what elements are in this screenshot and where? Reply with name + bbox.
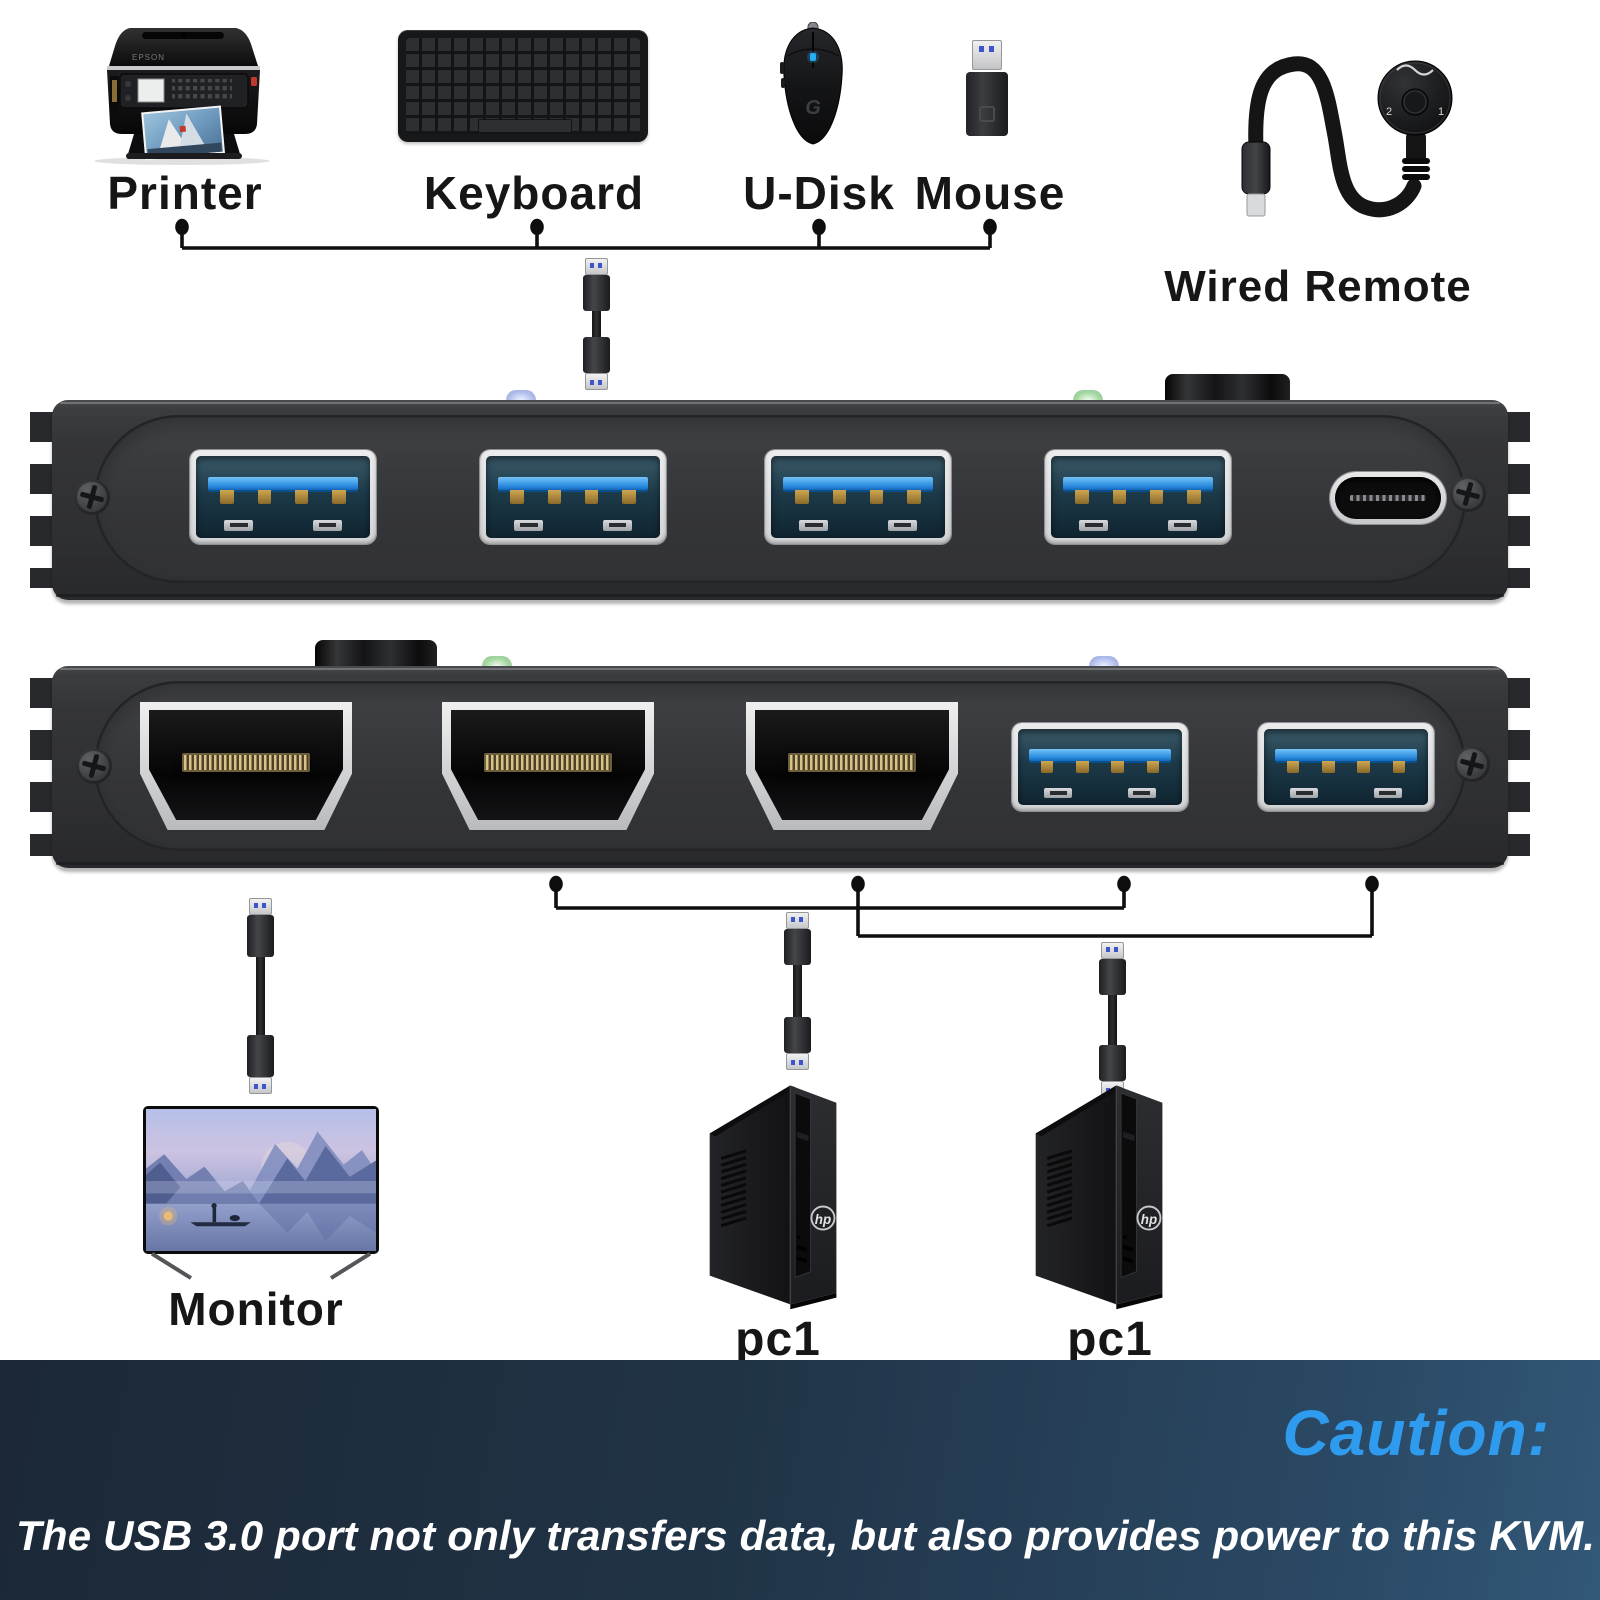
mouse-image: G (780, 22, 843, 145)
usb-receiver-body (966, 72, 1008, 136)
pc2-label: pc1 (1067, 1313, 1153, 1366)
led-blue (506, 390, 536, 402)
usb-cable-icon-top (582, 258, 610, 390)
printer-image: EPSON (94, 28, 270, 165)
monitor-leg (150, 1252, 193, 1280)
usb-a-port-3[interactable] (765, 450, 951, 544)
keyboard-keys (406, 38, 640, 134)
kvm-bottom-view (30, 640, 1530, 868)
caution-text: The USB 3.0 port not only transfers data… (16, 1512, 1596, 1559)
monitor-image (143, 1106, 379, 1280)
boat-silhouette (190, 1203, 251, 1227)
keyboard-spacebar (478, 119, 572, 133)
hdmi-port-1[interactable] (140, 702, 352, 830)
usb-a-host-port-1[interactable] (1012, 723, 1188, 811)
remote-marking-1: 1 (1438, 106, 1444, 118)
keyboard-image (398, 30, 648, 142)
monitor-screen (146, 1109, 376, 1251)
monitor-label: Monitor (168, 1283, 344, 1335)
usb-cable-icon-monitor (246, 898, 274, 1094)
remote-usbc-plug (1241, 141, 1271, 195)
printer-label: Printer (107, 167, 263, 219)
usb-receiver-image (966, 40, 1008, 136)
caution-section: Caution: The USB 3.0 port not only trans… (0, 1360, 1600, 1600)
udisk-label: U-Disk (743, 167, 895, 219)
screw-icon (76, 748, 112, 784)
remote-cable (1248, 56, 1422, 218)
wired-remote-image: 2 1 (1241, 56, 1453, 218)
remote-switch-button (1401, 88, 1429, 116)
screw-icon (1454, 746, 1490, 782)
usb-receiver-tip (972, 40, 1002, 70)
hdmi-port-2[interactable] (442, 702, 654, 830)
mouse-logo-text: G (805, 97, 821, 119)
mouse-label: Mouse (914, 167, 1066, 219)
hdmi-port-3[interactable] (746, 702, 958, 830)
led-blue (1089, 656, 1119, 668)
remote-brand-mark (1396, 64, 1434, 76)
screw-icon (74, 479, 110, 515)
screw-icon (1450, 476, 1486, 512)
monitor-leg (329, 1252, 372, 1280)
keyboard-label: Keyboard (423, 167, 645, 219)
kvm-top-view (30, 374, 1530, 600)
wired-remote-label: Wired Remote (1164, 262, 1472, 311)
usb-a-host-port-2[interactable] (1258, 723, 1434, 811)
switch-knob[interactable] (315, 640, 437, 670)
printer-brand-text: EPSON (132, 53, 165, 62)
usb-a-port-4[interactable] (1045, 450, 1231, 544)
remote-marking-2: 2 (1386, 106, 1392, 118)
led-green (482, 656, 512, 668)
usb-a-port-1[interactable] (190, 450, 376, 544)
pc-tower-1-image (708, 1083, 838, 1311)
pc-tower-2-image (1034, 1083, 1164, 1311)
caution-title: Caution: (1282, 1397, 1550, 1469)
switch-knob[interactable] (1165, 374, 1290, 404)
usb-a-port-2[interactable] (480, 450, 666, 544)
led-green (1073, 390, 1103, 402)
usb-cable-icon-pc1 (783, 912, 811, 1070)
usb-c-port[interactable] (1330, 472, 1446, 524)
pc1-label: pc1 (735, 1313, 821, 1366)
